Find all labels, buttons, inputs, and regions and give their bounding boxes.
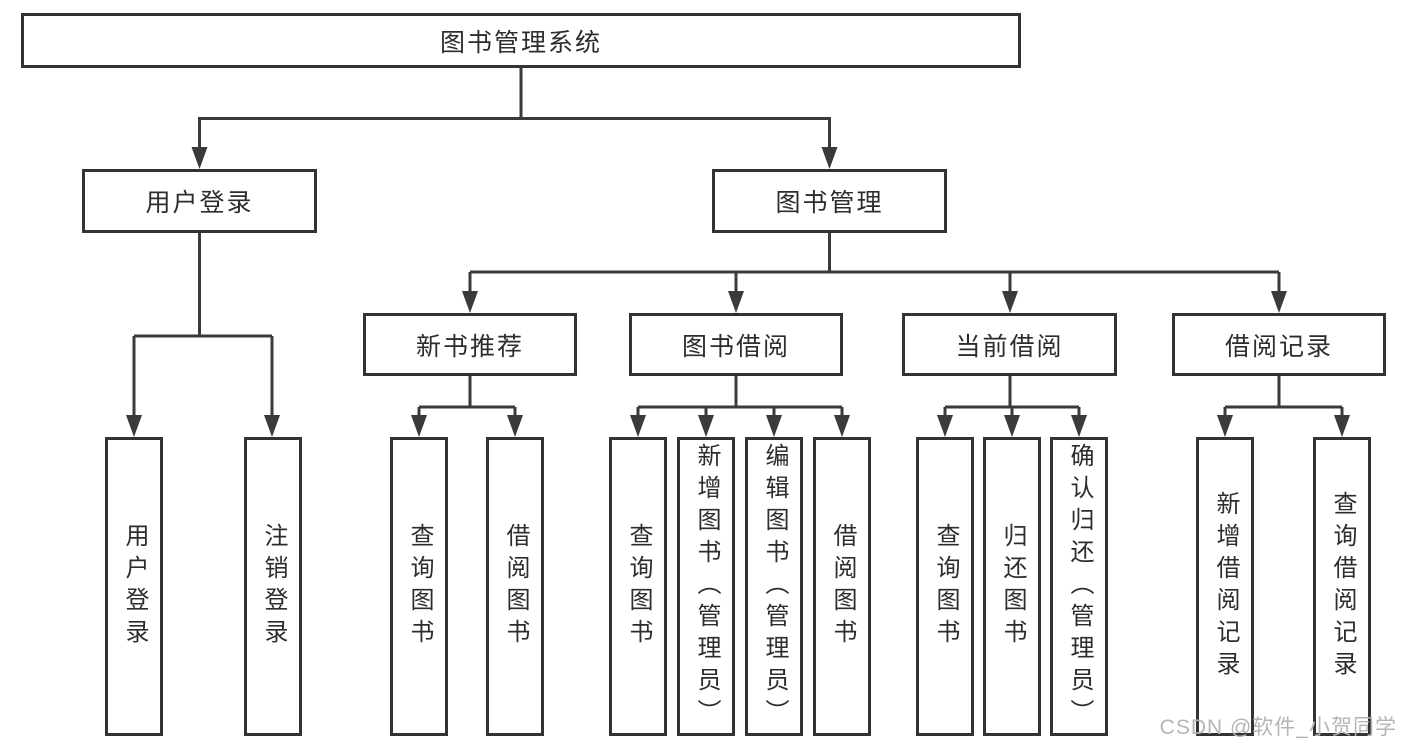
connector-mgmt-to-level3 bbox=[468, 233, 1281, 296]
leaf-query-books-borrow: 查询图书 bbox=[609, 437, 667, 736]
connector-borrow-to-leaves bbox=[636, 376, 844, 420]
node-user-login: 用户登录 bbox=[82, 169, 317, 233]
arrowhead bbox=[766, 415, 782, 437]
leaf-label: 确认归还（管理员） bbox=[1066, 442, 1093, 731]
arrowheads bbox=[126, 147, 1350, 437]
arrowhead bbox=[728, 291, 744, 313]
leaf-label: 用户登录 bbox=[121, 522, 148, 651]
leaf-label: 查询图书 bbox=[932, 522, 959, 651]
node-root-library-system: 图书管理系统 bbox=[21, 13, 1021, 68]
leaf-borrow-books: 借阅图书 bbox=[813, 437, 871, 736]
leaf-add-books-admin: 新增图书（管理员） bbox=[677, 437, 735, 736]
arrowhead bbox=[126, 415, 142, 437]
leaf-return-books: 归还图书 bbox=[983, 437, 1041, 736]
leaf-label: 借阅图书 bbox=[829, 522, 856, 651]
leaf-logout: 注销登录 bbox=[244, 437, 302, 736]
arrowhead bbox=[411, 415, 427, 437]
leaf-add-borrow-record: 新增借阅记录 bbox=[1196, 437, 1254, 736]
connector-login-to-leaves bbox=[132, 233, 274, 420]
leaf-label: 查询图书 bbox=[625, 522, 652, 651]
arrowhead bbox=[264, 415, 280, 437]
leaf-borrow-books-recommend: 借阅图书 bbox=[486, 437, 544, 736]
leaf-user-login: 用户登录 bbox=[105, 437, 163, 736]
leaf-label: 查询图书 bbox=[406, 522, 433, 651]
node-label: 图书管理系统 bbox=[439, 28, 602, 57]
connector-root-to-level2 bbox=[198, 68, 831, 152]
node-label: 当前借阅 bbox=[955, 332, 1064, 361]
arrowhead bbox=[1271, 291, 1287, 313]
csdn-watermark: CSDN @软件_小贺同学 bbox=[1159, 716, 1397, 739]
leaf-confirm-return-admin: 确认归还（管理员） bbox=[1050, 437, 1108, 736]
arrowhead bbox=[1004, 415, 1020, 437]
connector-nbr-to-leaves bbox=[417, 376, 517, 420]
node-label: 图书管理 bbox=[775, 189, 884, 217]
leaf-label: 归还图书 bbox=[999, 522, 1026, 651]
leaf-label: 新增借阅记录 bbox=[1212, 490, 1239, 683]
node-label: 新书推荐 bbox=[415, 332, 524, 361]
node-label: 图书借阅 bbox=[681, 332, 790, 361]
node-book-borrow: 图书借阅 bbox=[629, 313, 843, 376]
leaf-label: 注销登录 bbox=[260, 522, 287, 651]
node-book-management: 图书管理 bbox=[712, 169, 947, 233]
arrowhead bbox=[698, 415, 714, 437]
leaf-label: 查询借阅记录 bbox=[1329, 490, 1356, 683]
arrowhead bbox=[1002, 291, 1018, 313]
leaf-label: 编辑图书（管理员） bbox=[761, 442, 788, 731]
arrowhead bbox=[834, 415, 850, 437]
arrowhead bbox=[1217, 415, 1233, 437]
node-label: 借阅记录 bbox=[1224, 332, 1333, 361]
arrowhead bbox=[937, 415, 953, 437]
node-new-book-recommend: 新书推荐 bbox=[363, 313, 577, 376]
arrowhead bbox=[1071, 415, 1087, 437]
leaf-query-borrow-record: 查询借阅记录 bbox=[1313, 437, 1371, 736]
leaf-query-books-recommend: 查询图书 bbox=[390, 437, 448, 736]
leaf-query-books-current: 查询图书 bbox=[916, 437, 974, 736]
node-borrow-records: 借阅记录 bbox=[1172, 313, 1386, 376]
leaf-label: 借阅图书 bbox=[502, 522, 529, 651]
connector-records-to-leaves bbox=[1223, 376, 1344, 420]
arrowhead bbox=[191, 147, 208, 169]
leaf-edit-books-admin: 编辑图书（管理员） bbox=[745, 437, 803, 736]
arrowhead bbox=[1334, 415, 1350, 437]
leaf-label: 新增图书（管理员） bbox=[693, 442, 720, 731]
node-label: 用户登录 bbox=[145, 189, 254, 217]
arrowhead bbox=[507, 415, 523, 437]
connector-current-to-leaves bbox=[943, 376, 1081, 420]
arrowhead bbox=[630, 415, 646, 437]
node-current-borrow: 当前借阅 bbox=[902, 313, 1117, 376]
arrowhead bbox=[462, 291, 478, 313]
arrowhead bbox=[821, 147, 838, 169]
